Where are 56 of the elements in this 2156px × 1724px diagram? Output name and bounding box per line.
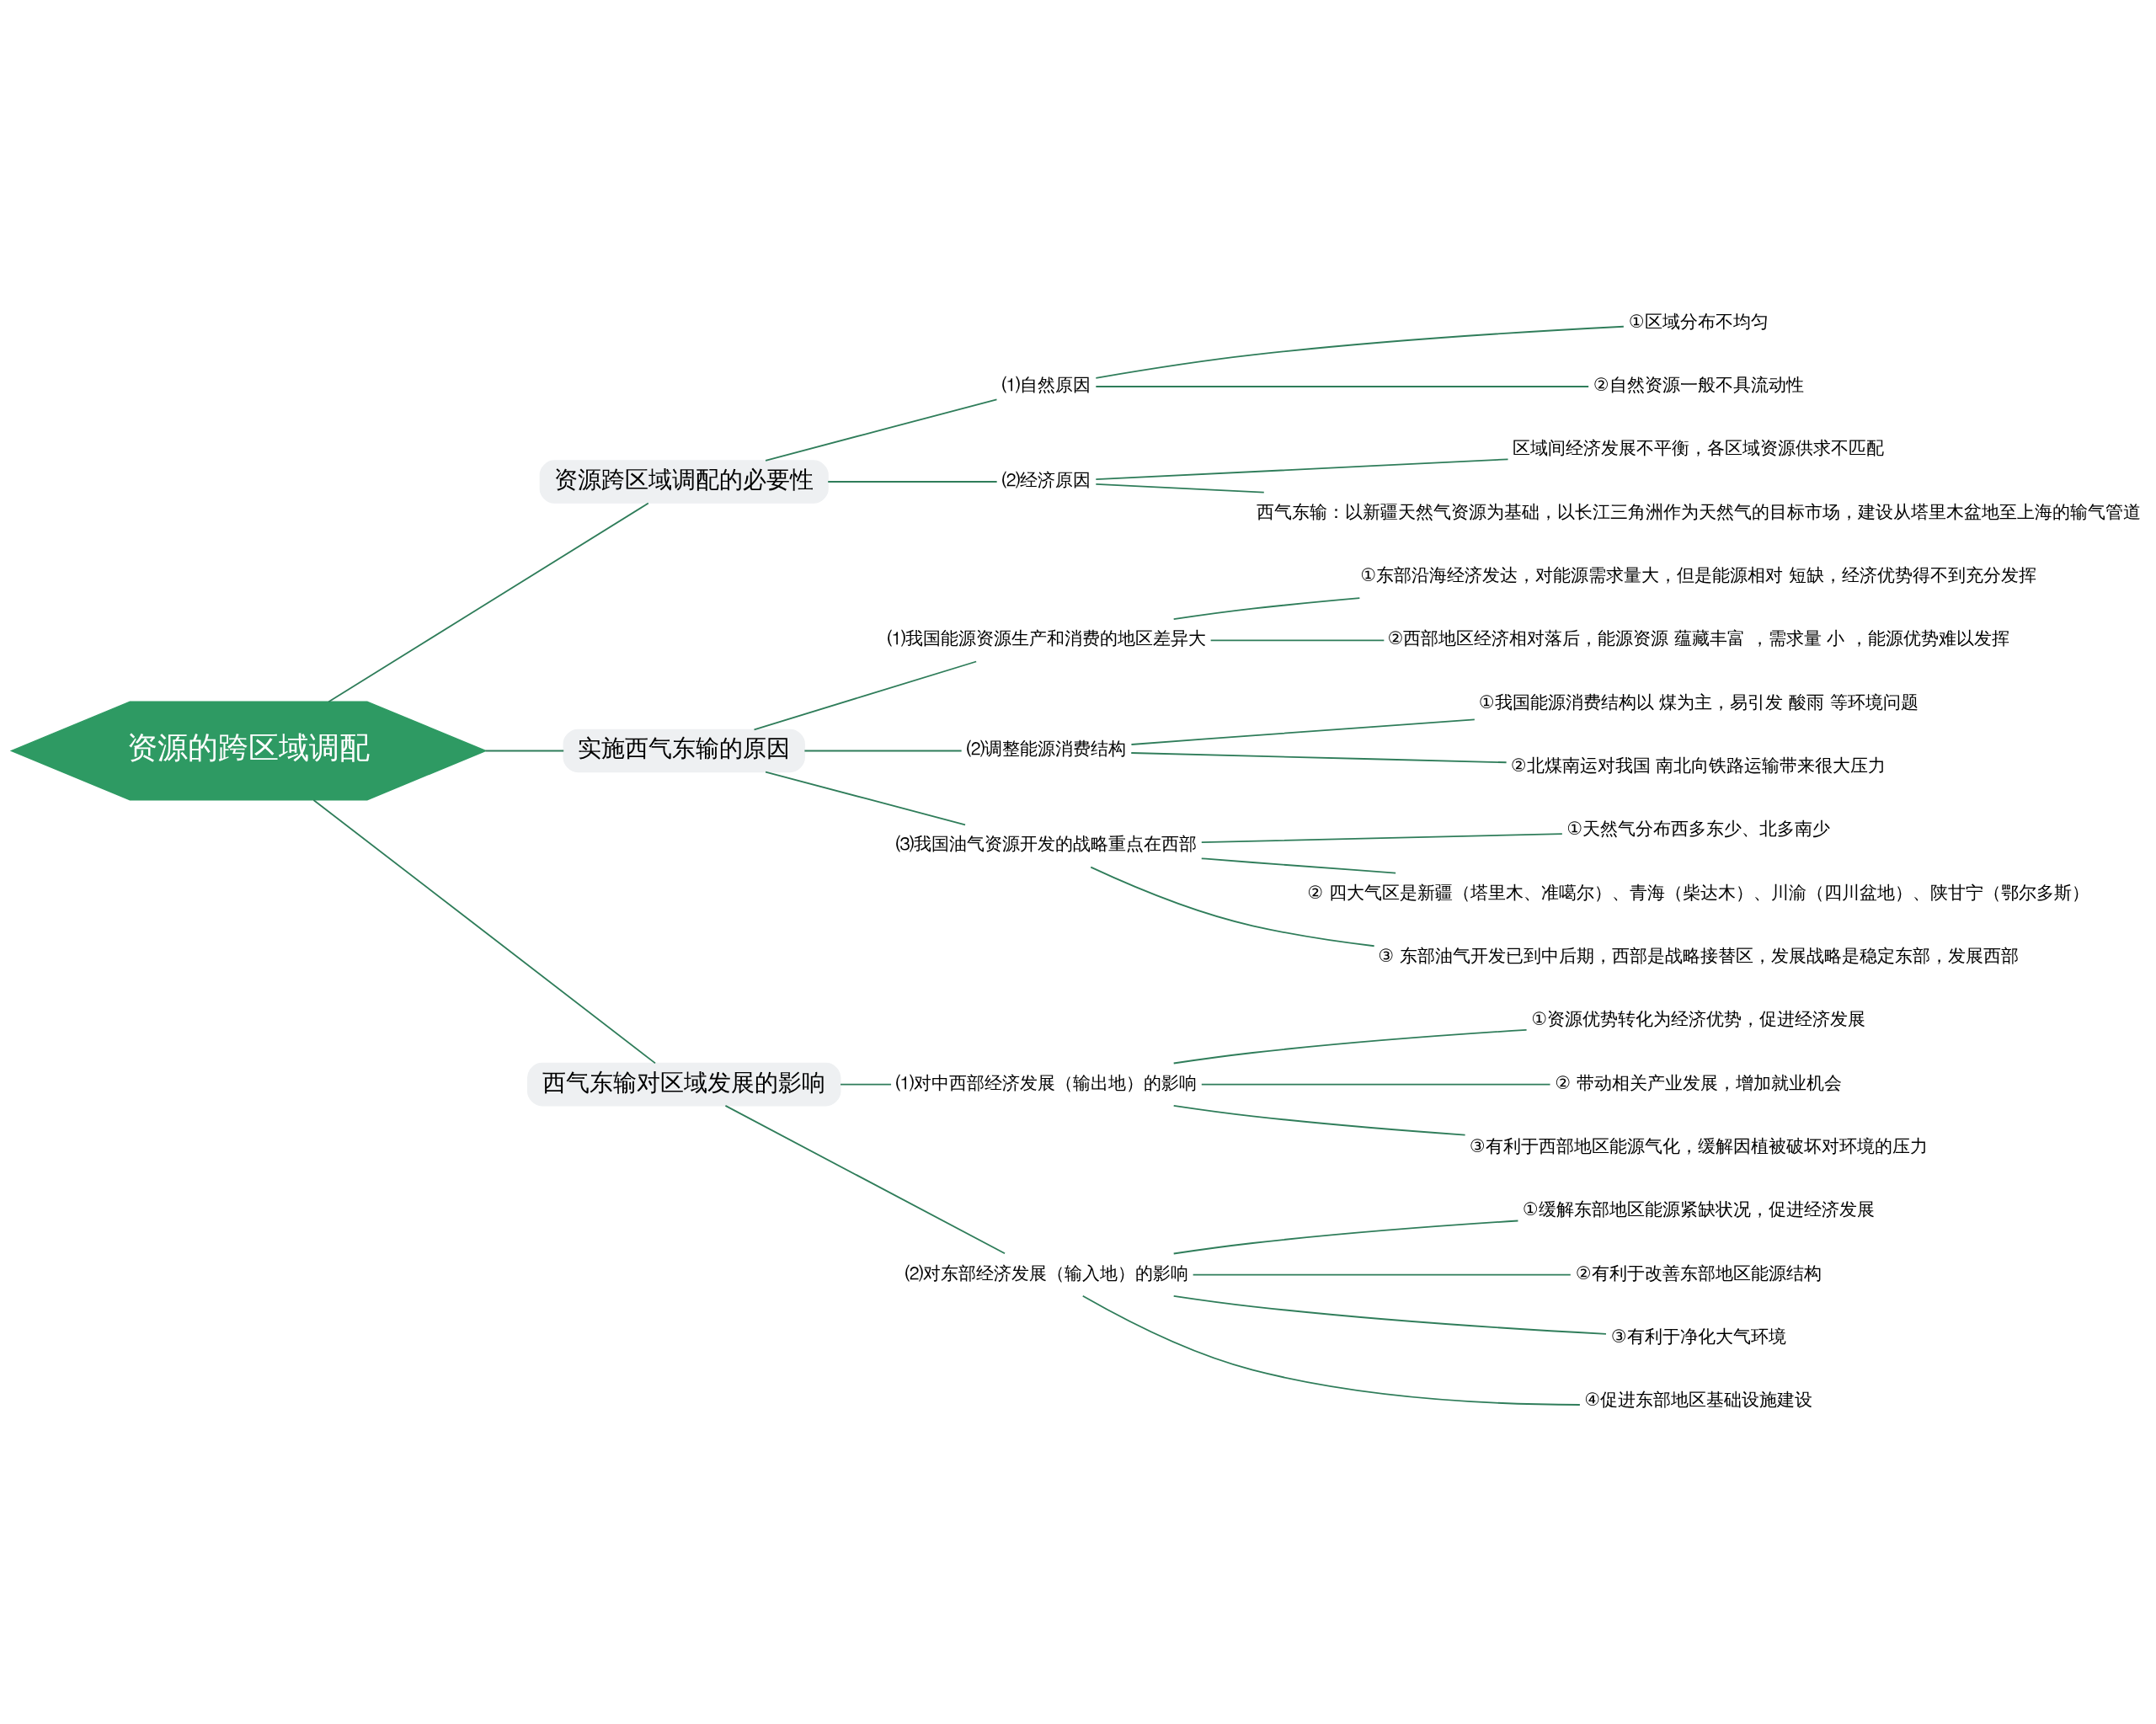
connector: [1081, 1294, 1581, 1406]
node-box: 资源跨区域调配的必要性: [539, 459, 829, 504]
connector: [1095, 457, 1509, 480]
node-text: ⑴对中西部经济发展（输出地）的影响: [896, 1072, 1198, 1093]
node-text: ⑴我国能源资源生产和消费的地区差异大: [887, 627, 1206, 649]
connector: [1192, 1273, 1572, 1276]
connector: [484, 750, 565, 751]
connector: [1130, 718, 1476, 745]
node-text: ④促进东部地区基础设施建设: [1584, 1389, 1813, 1410]
connector: [1172, 1294, 1607, 1335]
node-text: ②西部地区经济相对落后，能源资源 蕴藏丰富 ，需求量 小 ，能源优势难以发挥: [1387, 627, 2009, 649]
connector: [312, 798, 656, 1064]
node-text: ①天然气分布西多东少、北多南少: [1566, 818, 1831, 839]
node-text: ①资源优势转化为经济优势，促进经济发展: [1531, 1008, 1866, 1029]
node-text: ①东部沿海经济发达，对能源需求量大，但是能源相对 短缺，经济优势得不到充分发挥: [1360, 564, 2037, 585]
node-text: 西气东输：以新疆天然气资源为基础，以长江三角洲作为天然气的目标市场，建设从塔里木盆地至上海的输气管道: [1256, 501, 2141, 522]
connector: [328, 502, 649, 702]
connector: [1172, 1220, 1519, 1254]
connector: [1130, 751, 1508, 763]
node-text: ②自然资源一般不具流动性: [1593, 374, 1804, 395]
node-text: ⑴自然原因: [1002, 374, 1091, 395]
node-text: ② 四大气区是新疆（塔里木、准噶尔）、青海（柴达木）、川渝（四川盆地）、陕甘宁（鄂尔多斯）: [1307, 882, 2089, 903]
connector: [1200, 1083, 1551, 1086]
connector: [765, 771, 966, 825]
connector: [724, 1104, 1006, 1254]
node-text: ②有利于改善东部地区能源结构: [1575, 1262, 1822, 1284]
node-text: ②北煤南运对我国 南北向铁路运输带来很大压力: [1511, 755, 1886, 776]
connector: [1172, 1028, 1528, 1064]
node-text: ⑵对东部经济发展（输入地）的影响: [905, 1262, 1188, 1284]
connector: [827, 480, 998, 483]
node-text: ⑵经济原因: [1002, 469, 1091, 490]
node-text: ② 带动相关产业发展，增加就业机会: [1555, 1072, 1842, 1093]
node-text: ⑶我国油气资源开发的战略重点在西部: [896, 833, 1198, 854]
node-text: ①我国能源消费结构以 煤为主，易引发 酸雨 等环境问题: [1478, 691, 1919, 713]
connector: [1200, 832, 1563, 843]
connector: [1172, 596, 1361, 620]
connector: [1209, 638, 1385, 641]
node-box: 实施西气东输的原因: [563, 729, 805, 772]
connector: [840, 1083, 892, 1086]
node-text: ③有利于西部地区能源气化，缓解因植被破坏对环境的压力: [1469, 1135, 1928, 1156]
node-text: 区域间经济发展不平衡，各区域资源供求不匹配: [1513, 437, 1885, 458]
node-text: ①缓解东部地区能源紧缺状况，促进经济发展: [1522, 1198, 1875, 1220]
connector: [753, 660, 978, 730]
node-box: 西气东输对区域发展的影响: [526, 1062, 841, 1106]
node-text: ③有利于净化大气环境: [1610, 1326, 1786, 1347]
connector: [1200, 857, 1397, 873]
connector: [1095, 385, 1590, 387]
node-text: ①区域分布不均匀: [1628, 311, 1769, 332]
connector: [1095, 483, 1265, 493]
connector: [1172, 1104, 1466, 1135]
node-text: ③ 东部油气开发已到中后期，西部是战略接替区，发展战略是稳定东部，发展西部: [1378, 945, 2019, 966]
node-text: ⑵调整能源消费结构: [967, 738, 1127, 759]
connector: [1090, 866, 1375, 947]
connector: [1095, 325, 1625, 379]
connector: [803, 750, 963, 751]
connector: [765, 398, 998, 462]
